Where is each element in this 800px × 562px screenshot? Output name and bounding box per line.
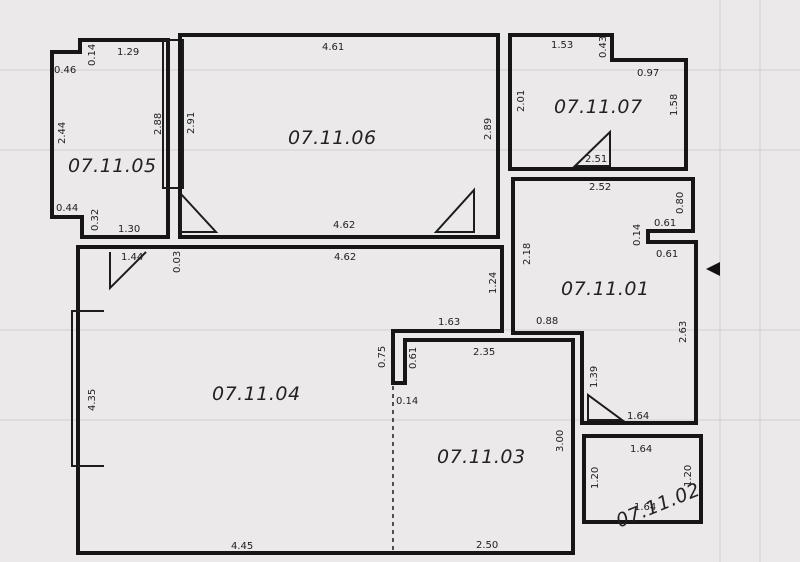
dim-label: 4.62 [333,220,355,231]
room-07-11-07-outline [508,33,688,171]
door-swing-06a [180,191,219,233]
dim-label: 1.63 [438,317,460,328]
room-label-07-11-05: 07.11.05 [68,155,157,177]
dim-label: 2.50 [476,540,498,551]
dim-label: 2.89 [483,118,494,140]
dim-label: 2.35 [473,347,495,358]
door-swing-07 [572,129,611,167]
dim-label: 1.20 [590,467,601,489]
room-label-07-11-06: 07.11.06 [288,127,377,149]
dim-label: 1.64 [630,444,652,455]
dim-label: 0.61 [656,249,678,260]
dim-label: 1.64 [634,502,656,513]
room-07-11-01-outline [511,177,698,425]
door-swing-04 [109,251,147,291]
dim-label: 0.43 [598,36,609,58]
room-label-07-11-07: 07.11.07 [554,96,643,118]
dim-label: 0.75 [377,346,388,368]
room-07-11-06-outline [178,33,500,239]
dim-label: 1.29 [117,47,139,58]
dim-label: 2.44 [57,122,68,144]
dim-label: 0.97 [637,68,659,79]
dim-label: 2.01 [516,90,527,112]
dim-label: 0.61 [408,347,419,369]
wardrobe-04 [71,310,104,467]
dim-label: 1.20 [683,465,694,487]
room-07-11-04-outline [76,245,575,555]
dim-label: 0.14 [632,224,643,246]
door-swing-06b [433,187,475,233]
dim-label: 1.44 [121,252,143,263]
dim-label: 4.61 [322,42,344,53]
dim-label: 1.64 [627,411,649,422]
room-label-07-11-04: 07.11.04 [212,383,301,405]
dim-label: 0.14 [396,396,418,407]
dim-label: 1.53 [551,40,573,51]
dim-label: 2.63 [678,321,689,343]
dim-label: 1.24 [488,272,499,294]
dim-label: 0.61 [654,218,676,229]
dim-label: 2.52 [589,182,611,193]
dim-label: 4.35 [87,389,98,411]
wardrobe-05 [162,39,184,189]
dim-label: 2.18 [522,243,533,265]
door-swing-01 [587,393,626,421]
dim-label: 0.03 [172,251,183,273]
dim-label: 1.30 [118,224,140,235]
dim-label: 2.88 [153,113,164,135]
dim-label: 0.46 [54,65,76,76]
dim-label: 4.62 [334,252,356,263]
dim-label: 1.58 [669,94,680,116]
room-07-11-02-outline [582,434,703,524]
dim-label: 0.88 [536,316,558,327]
dim-label: 1.39 [589,366,600,388]
marker-icon [706,262,720,276]
dim-label: 2.51 [585,154,607,165]
dim-label: 0.44 [56,203,78,214]
dim-label: 0.32 [90,209,101,231]
dim-label: 0.80 [675,192,686,214]
room-label-07-11-01: 07.11.01 [561,278,650,300]
room-07-11-05-outline [50,38,170,239]
dim-label: 2.91 [186,112,197,134]
dim-label: 3.00 [555,430,566,452]
dim-label: 4.45 [231,541,253,552]
room-label-07-11-03: 07.11.03 [437,446,526,468]
dim-label: 0.14 [87,44,98,66]
